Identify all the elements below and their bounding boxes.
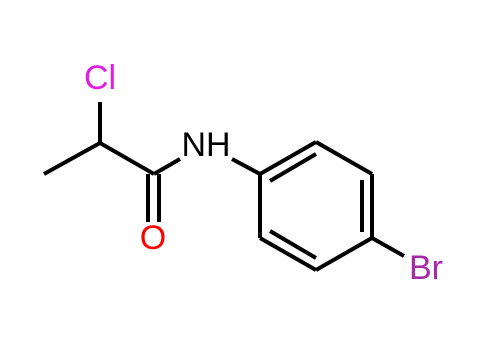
- atom-labels: Cl NH O Br: [84, 59, 443, 287]
- bond-ring-bromine: [371, 236, 405, 258]
- ring-bond-5-inner: [268, 229, 318, 260]
- ring-bond-1: [259, 140, 317, 176]
- ring-bond-5: [259, 236, 317, 272]
- bonds: [43, 102, 405, 272]
- chlorine-label: Cl: [84, 59, 116, 97]
- bromine-label: Br: [409, 249, 443, 287]
- oxygen-label: O: [140, 219, 166, 257]
- bond-nitrogen-ring: [231, 157, 261, 176]
- bond-methyl-alpha: [43, 141, 101, 176]
- bond-alpha-carbonyl: [99, 141, 155, 176]
- ring-bond-2: [315, 140, 373, 176]
- nitrogen-label: NH: [181, 126, 230, 164]
- bond-carbonyl-nitrogen: [153, 157, 181, 176]
- ring-bond-1-inner: [268, 152, 318, 183]
- ring-bond-4: [315, 236, 373, 272]
